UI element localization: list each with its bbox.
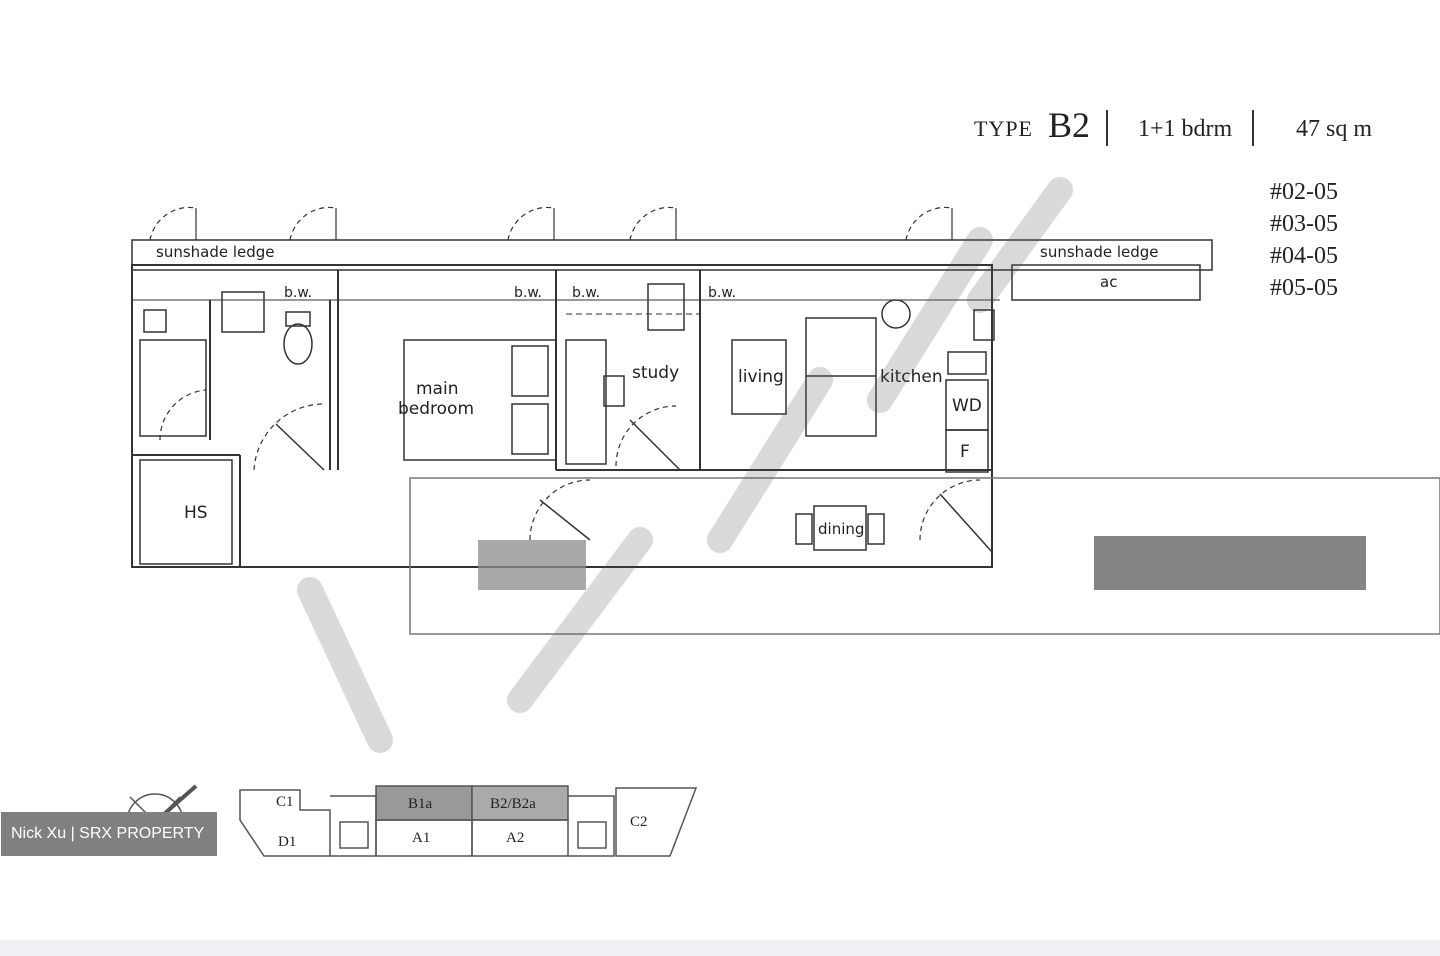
type-code: B2 xyxy=(1048,105,1091,145)
sunshade-label-right: sunshade ledge xyxy=(1040,243,1159,261)
key-c1: C1 xyxy=(276,794,294,810)
sofa xyxy=(805,317,877,437)
fridge-label: F xyxy=(960,442,970,462)
bay-window-label: b.w. xyxy=(284,285,312,301)
main-bedroom-label: bedroom xyxy=(398,399,474,419)
hob xyxy=(947,351,987,375)
key-a1: A1 xyxy=(412,830,430,846)
tv-console xyxy=(731,339,787,415)
study-label: study xyxy=(632,363,679,383)
bed xyxy=(403,339,557,461)
household-shelter xyxy=(139,459,233,565)
key-b1a: B1a xyxy=(408,796,433,812)
key-plan xyxy=(239,785,698,857)
key-d1: D1 xyxy=(278,834,296,850)
plan-header: TYPE B2 1+1 bdrm 47 sq m xyxy=(960,100,1400,160)
unit-number: #05-05 xyxy=(1270,275,1338,301)
dining-table xyxy=(813,505,867,551)
diagonal-watermark xyxy=(297,177,1073,753)
blurred-block xyxy=(1094,536,1366,590)
ac-ledge xyxy=(1011,264,1201,301)
unit-area: 47 sq m xyxy=(1296,116,1373,142)
unit-number: #04-05 xyxy=(1270,243,1338,269)
bay-window-label: b.w. xyxy=(708,285,736,301)
kitchen-sink xyxy=(881,299,911,329)
main-bedroom-label: main xyxy=(416,379,458,399)
unit-number: #03-05 xyxy=(1270,211,1338,237)
header-separator xyxy=(1252,110,1254,146)
blurred-block xyxy=(478,540,586,590)
sunshade-label-left: sunshade ledge xyxy=(156,243,275,261)
key-c2: C2 xyxy=(630,814,648,830)
ac-label: ac xyxy=(1100,273,1117,291)
dining-label: dining xyxy=(818,520,864,538)
sunshade-ledge-strip xyxy=(131,239,1213,271)
bay-window-label: b.w. xyxy=(514,285,542,301)
common-corridor xyxy=(409,477,1440,635)
source-watermark: Nick Xu | SRX PROPERTY xyxy=(1,812,217,856)
shower xyxy=(139,339,207,437)
type-label: TYPE xyxy=(974,116,1033,141)
toilet xyxy=(283,323,313,365)
header-separator xyxy=(1106,110,1108,146)
unit-number-list: #02-05 #03-05 #04-05 #05-05 xyxy=(1270,176,1338,304)
hs-label: HS xyxy=(184,503,208,523)
bottom-strip xyxy=(0,940,1440,956)
kitchen-label: kitchen xyxy=(880,367,943,387)
unit-number: #02-05 xyxy=(1270,179,1338,205)
living-label: living xyxy=(738,367,784,387)
study-desk xyxy=(565,339,607,465)
wd-label: WD xyxy=(952,396,982,416)
basin xyxy=(221,291,265,333)
fridge-box xyxy=(945,429,989,473)
key-a2: A2 xyxy=(506,830,524,846)
bedroom-count: 1+1 bdrm xyxy=(1138,116,1233,142)
key-b2b2a: B2/B2a xyxy=(490,796,536,812)
bay-window-label: b.w. xyxy=(572,285,600,301)
